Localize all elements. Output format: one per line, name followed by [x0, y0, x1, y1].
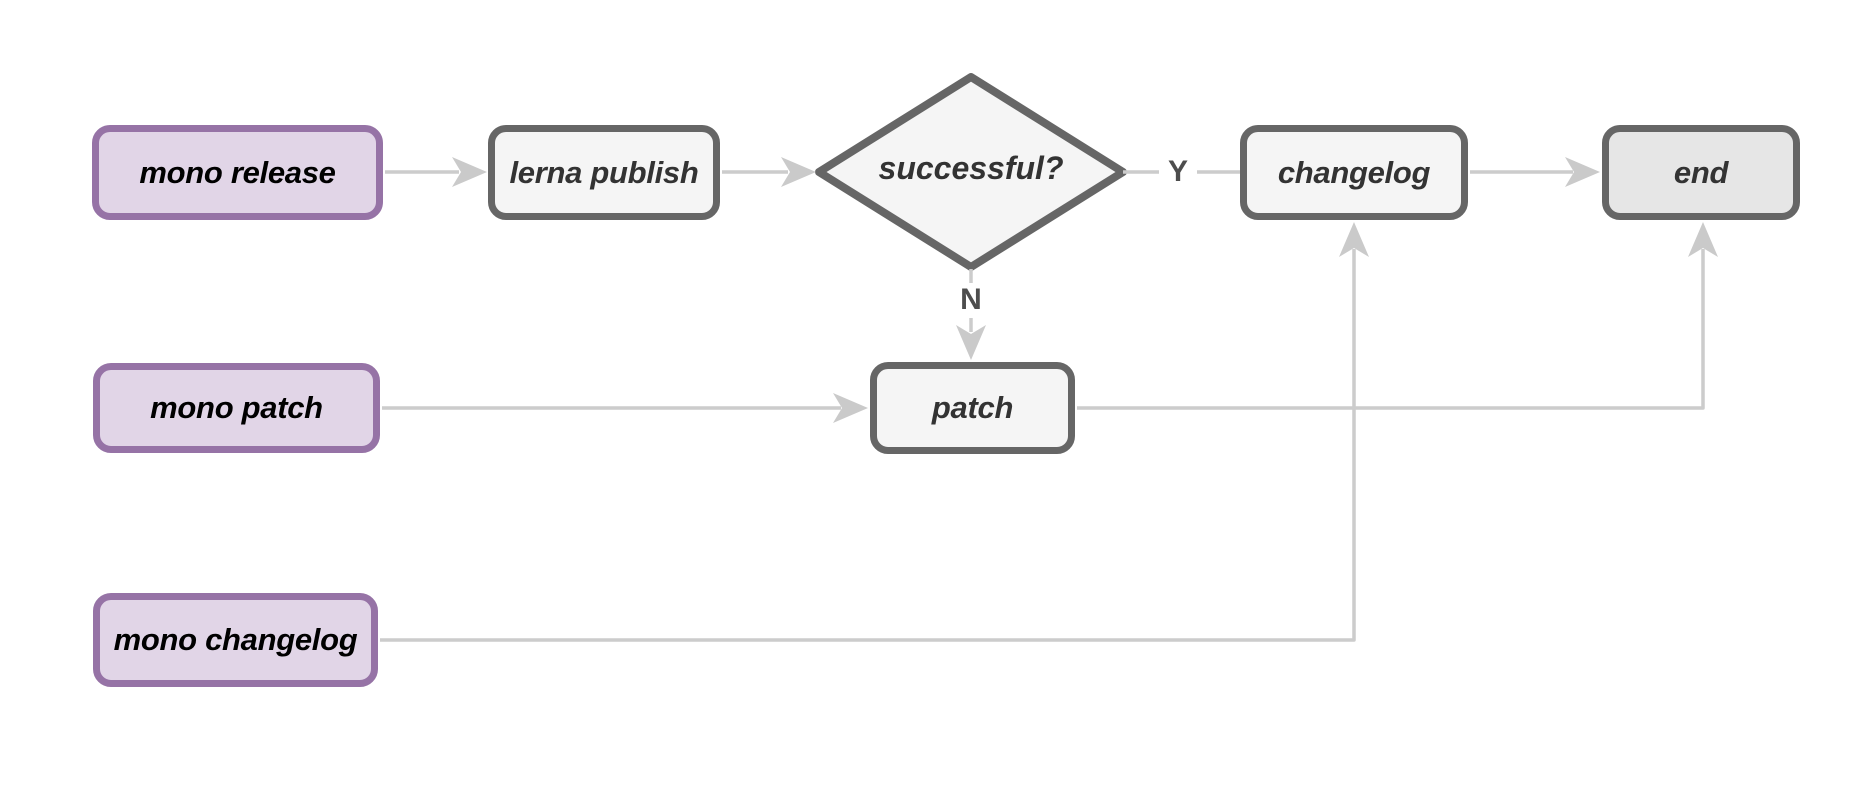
edge-label-yes: Y: [1167, 155, 1188, 188]
node-changelog: changelog: [1240, 125, 1468, 220]
node-mono-changelog: mono changelog: [93, 593, 378, 687]
node-lerna-publish: lerna publish: [488, 125, 720, 220]
arrowhead-patch-to-end: [1688, 222, 1718, 257]
arrowhead-changelog-to-end: [1565, 157, 1600, 187]
node-mono-patch: mono patch: [93, 363, 380, 453]
edge-patch-to-end: [1077, 249, 1705, 410]
arrowhead-successful-to-patch: [956, 325, 986, 360]
node-lerna-publish-label: lerna publish: [509, 154, 699, 190]
node-mono-release-label: mono release: [139, 154, 336, 190]
edge-label-no: N: [960, 283, 982, 316]
node-mono-changelog-label: mono changelog: [113, 622, 358, 657]
node-mono-patch-label: mono patch: [150, 390, 323, 425]
arrowhead-mono-patch-to-patch: [833, 393, 868, 423]
node-mono-release: mono release: [92, 125, 383, 220]
arrowhead-mono-changelog-to-changelog: [1339, 222, 1369, 257]
node-end: end: [1602, 125, 1800, 220]
node-successful-diamond: [815, 73, 1127, 271]
arrowhead-mono-release-to-lerna-publish: [452, 157, 487, 187]
node-successful-label: successful?: [878, 150, 1064, 186]
node-changelog-label: changelog: [1277, 154, 1431, 190]
node-end-label: end: [1673, 154, 1729, 190]
node-patch: patch: [870, 362, 1075, 454]
arrowhead-lerna-publish-to-successful: [781, 157, 816, 187]
edge-mono-changelog-to-changelog: [380, 249, 1356, 642]
node-patch-label: patch: [931, 390, 1014, 425]
